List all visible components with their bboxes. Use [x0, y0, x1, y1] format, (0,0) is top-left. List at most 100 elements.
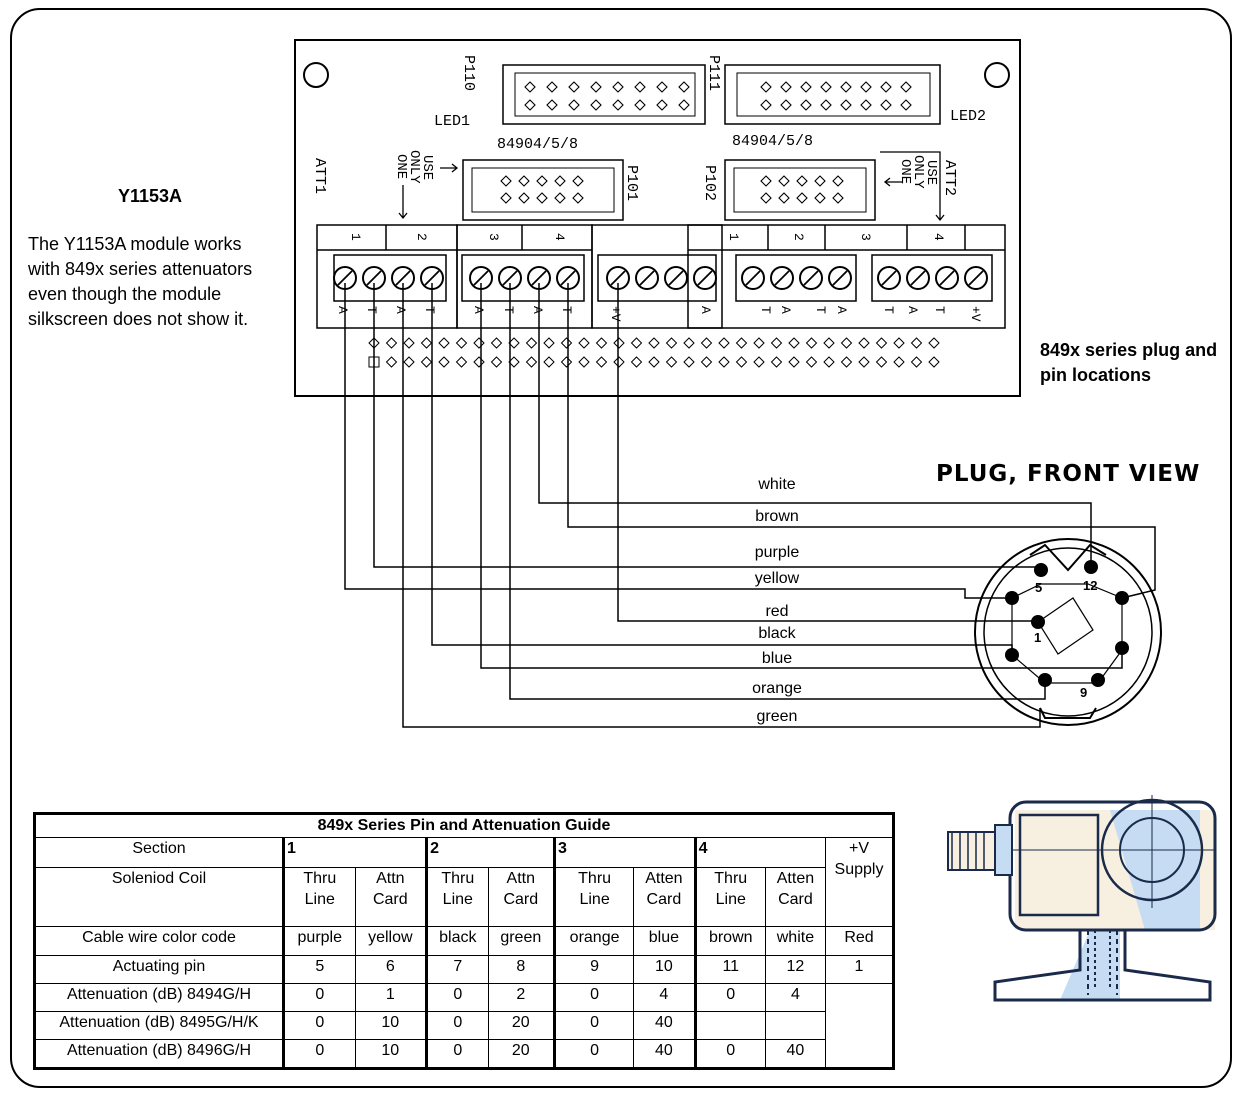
header-pin — [778, 175, 790, 187]
board-pin — [490, 356, 503, 368]
board-pin — [543, 356, 555, 368]
terminal-letter: T — [422, 306, 437, 314]
screw-slot — [803, 270, 819, 286]
label-p111: P111 — [705, 55, 722, 91]
guide-cell: 0 — [282, 1038, 356, 1069]
supply-label: +V Supply — [825, 836, 893, 928]
header-pin — [612, 99, 624, 111]
header-pin — [860, 99, 872, 111]
header-pin — [840, 81, 852, 93]
wire-label-red: red — [765, 603, 788, 620]
board-pin — [613, 337, 625, 349]
pin-attenuation-guide: 849x Series Pin and Attenuation Guide Se… — [33, 812, 895, 1070]
header-pin — [796, 175, 808, 187]
guide-cell: green — [487, 926, 556, 956]
header-pin — [814, 192, 826, 204]
header-pin — [760, 192, 772, 204]
header-p101 — [462, 159, 624, 221]
header-pin — [820, 81, 832, 93]
screw-slot — [366, 270, 382, 286]
guide-cell: 0 — [425, 1010, 489, 1040]
guide-cell: blue — [633, 926, 696, 956]
header-pin — [572, 192, 584, 204]
guide-cell: purple — [282, 926, 356, 956]
board-pin — [665, 356, 678, 368]
board-pin — [420, 337, 433, 349]
wire-label-brown: brown — [755, 508, 799, 525]
screw-slot — [697, 270, 713, 286]
header-pin — [568, 99, 580, 111]
plug-pins — [1005, 560, 1129, 687]
header-pin — [760, 175, 772, 187]
header-pin — [524, 81, 536, 93]
board-pin — [665, 337, 678, 349]
header-pin — [880, 81, 892, 93]
header-pin — [634, 81, 646, 93]
board-pin — [560, 337, 573, 349]
board-pin — [928, 356, 940, 368]
header-pin — [590, 99, 602, 111]
board-pin — [910, 356, 923, 368]
board-pin — [595, 337, 608, 349]
wire-labels: whitebrownpurpleyellowredblackblueorange… — [752, 476, 802, 725]
use-only-one-right: USE ONLY ONE — [897, 155, 939, 189]
screw-slot — [473, 270, 489, 286]
terminal-letter: A — [778, 306, 793, 314]
header-pin — [820, 99, 832, 111]
guide-cell: 0 — [693, 982, 766, 1012]
screw-slot — [395, 270, 411, 286]
header-pin — [678, 99, 690, 111]
guide-cell: yellow — [354, 926, 428, 956]
guide-cell: 0 — [425, 1038, 489, 1069]
label-led1: LED1 — [434, 113, 470, 130]
wire-label-blue: blue — [762, 650, 792, 667]
board-pin — [455, 356, 468, 368]
header-pin — [546, 99, 558, 111]
board-pin — [910, 337, 923, 349]
screw-slot — [745, 270, 761, 286]
board-pin — [420, 356, 433, 368]
section-2: 2 — [425, 836, 556, 869]
board-pin — [823, 337, 835, 349]
board-pin — [473, 337, 485, 349]
guide-cell: 40 — [633, 1010, 696, 1040]
wire-orange — [509, 283, 1046, 700]
guide-row-label: Actuating pin — [35, 954, 284, 984]
terminal-letter: T — [501, 306, 516, 314]
board-pin — [735, 337, 748, 349]
board-pin — [858, 356, 870, 368]
terminal-letter: A — [335, 306, 350, 314]
board-pin — [385, 356, 398, 368]
terminal-number: 1 — [348, 233, 363, 241]
svg-text:USE: USE — [923, 160, 939, 185]
terminal-number: 4 — [931, 233, 946, 241]
wire-brown — [567, 283, 1156, 599]
screw-slot — [668, 270, 684, 286]
header-pin — [536, 192, 548, 204]
guide-cell: 11 — [693, 954, 766, 984]
guide-cell: 0 — [693, 1038, 766, 1069]
header-pin — [656, 99, 668, 111]
terminal-letter: A — [471, 306, 486, 314]
terminal-letter: T — [932, 306, 947, 314]
header-pin — [800, 99, 812, 111]
svg-text:ONLY: ONLY — [910, 155, 926, 189]
header-pin — [554, 175, 566, 187]
section-1: 1 — [281, 836, 428, 869]
guide-cell: 0 — [553, 982, 635, 1012]
screw-slot — [939, 270, 955, 286]
header-pin — [840, 99, 852, 111]
label-part-right: 84904/5/8 — [732, 133, 813, 150]
screw-slot — [610, 270, 626, 286]
board-pin — [718, 337, 730, 349]
board-pin — [805, 337, 818, 349]
wire-label-black: black — [758, 625, 796, 642]
att-arrows — [398, 151, 945, 222]
